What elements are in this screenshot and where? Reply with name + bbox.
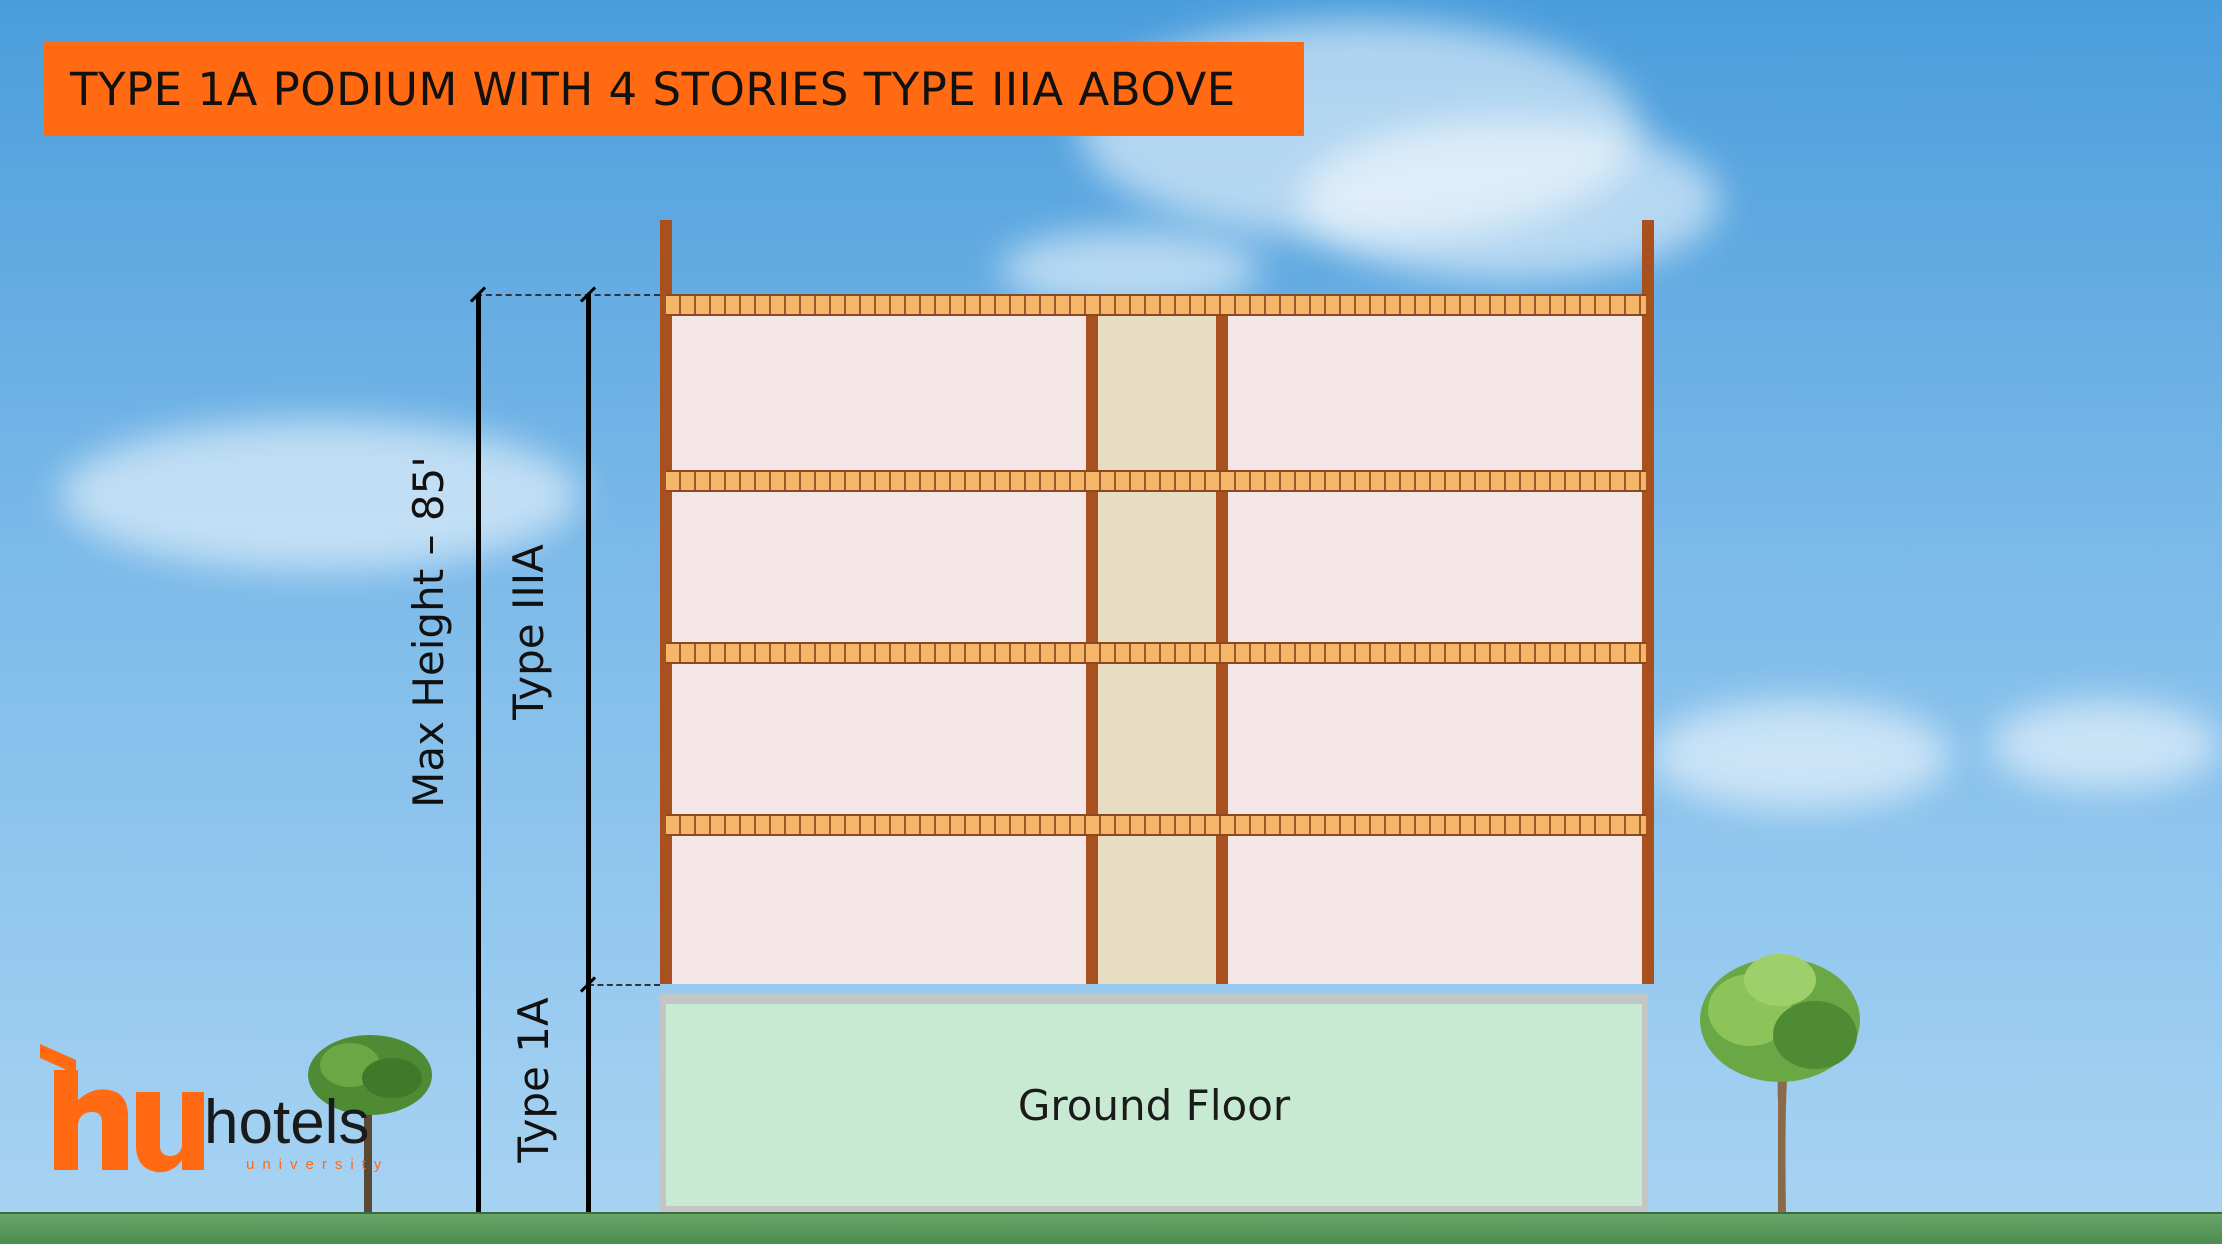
cloud	[1650, 700, 1950, 810]
max-height-label: Max Height – 85'	[404, 456, 453, 808]
hu-logo-mark	[40, 1044, 204, 1173]
type-iiia-label: Type IIIA	[504, 544, 553, 720]
hotels-university-logo: hotels university	[36, 1040, 416, 1180]
column-left	[660, 220, 672, 984]
cloud	[1300, 120, 1720, 280]
column-center-right	[1216, 294, 1228, 984]
max-height-line	[476, 294, 481, 1212]
tree-right	[1700, 954, 1860, 1214]
floor-slab	[666, 814, 1646, 836]
type-1a-line	[586, 984, 591, 1212]
logo-subtitle: university	[246, 1156, 390, 1173]
column-center-left	[1086, 294, 1098, 984]
ground-floor-label: Ground Floor	[1017, 1080, 1291, 1130]
type-1a-label: Type 1A	[509, 997, 558, 1163]
logo-wordmark: hotels	[204, 1088, 370, 1157]
ground-strip	[0, 1212, 2222, 1244]
roof-dash-line	[476, 294, 660, 296]
floor-slab	[666, 470, 1646, 492]
floor-slab	[666, 642, 1646, 664]
podium-ground-floor: Ground Floor	[660, 994, 1648, 1212]
title-banner: TYPE 1A PODIUM WITH 4 STORIES TYPE IIIA …	[44, 42, 1304, 136]
type-iiia-line	[586, 294, 591, 984]
podium-dash-line	[588, 984, 660, 986]
cloud	[1990, 700, 2220, 790]
diagram-title: TYPE 1A PODIUM WITH 4 STORIES TYPE IIIA …	[70, 62, 1236, 116]
cloud	[60, 420, 580, 570]
roof-slab	[666, 294, 1646, 316]
tree-left	[308, 1035, 432, 1220]
column-right	[1642, 220, 1654, 984]
